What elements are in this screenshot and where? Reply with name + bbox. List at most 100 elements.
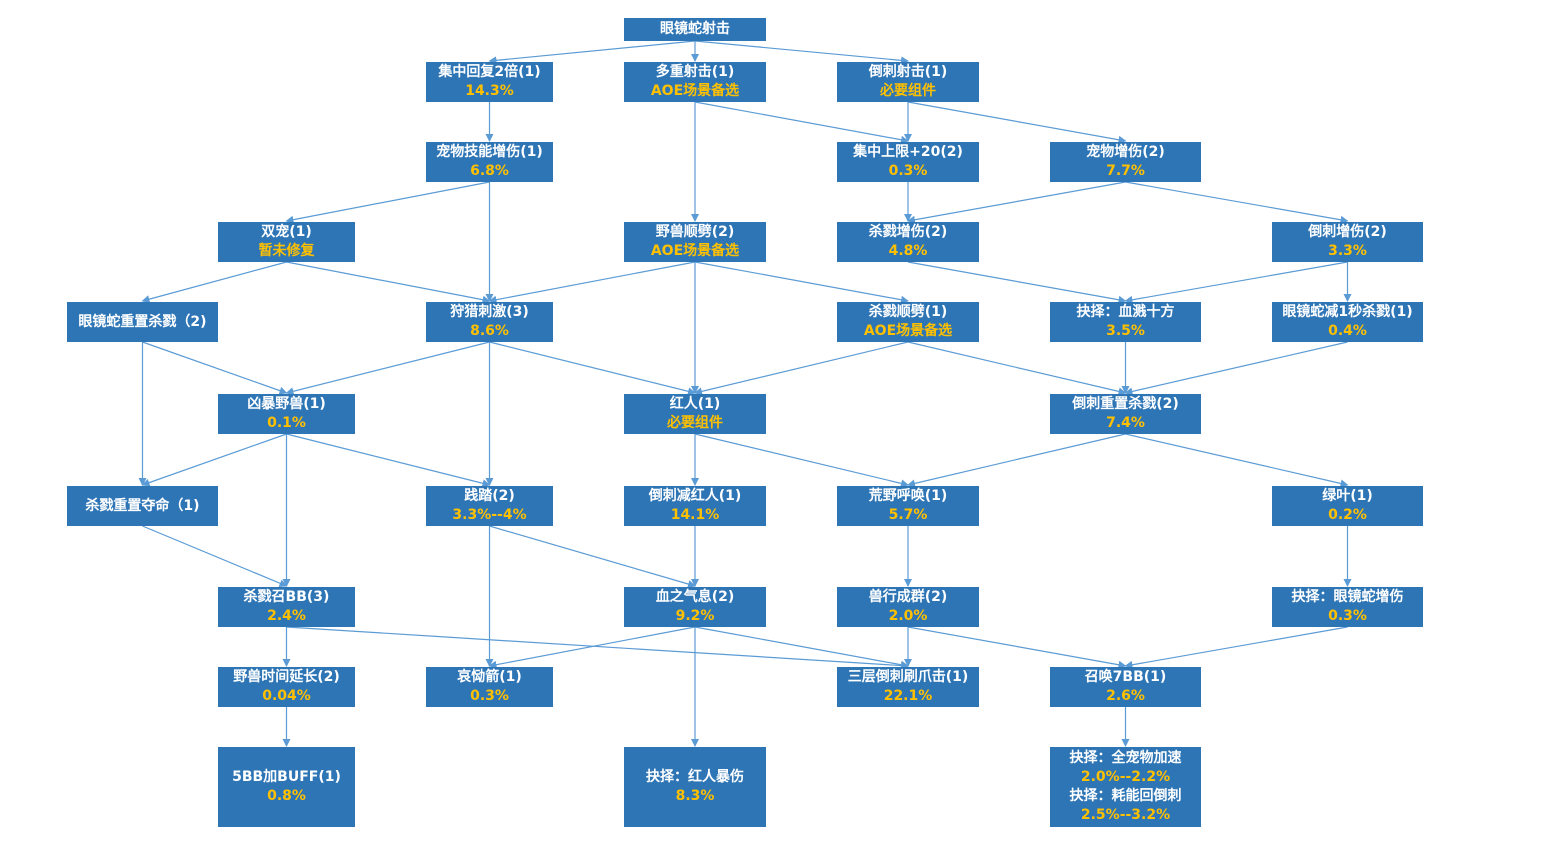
node-name: 三层倒刺刷爪击(1) (847, 669, 969, 685)
node-value: 22.1% (883, 688, 933, 704)
node-barbed-reduce-wrath: 倒刺减红人(1) 14.1% (624, 486, 766, 526)
node-focus-cap: 集中上限+20(2) 0.3% (837, 142, 979, 182)
node-cobra-reset-kill: 眼镜蛇重置杀戮（2) (67, 302, 218, 342)
node-name: 集中上限+20(2) (853, 144, 963, 160)
connector-arrow (489, 525, 696, 588)
node-root: 眼镜蛇射击 (624, 18, 766, 41)
node-name: 凶暴野兽(1) (247, 396, 326, 412)
connector-arrow (488, 626, 696, 669)
node-value: 必要组件 (667, 415, 723, 431)
connector-arrow (1125, 181, 1349, 224)
node-beast-duration: 野兽时间延长(2) 0.04% (218, 667, 355, 707)
node-5bb-buff: 5BB加BUFF(1) 0.8% (218, 747, 355, 827)
node-beast-cleave: 野兽顺劈(2) AOE场景备选 (624, 222, 766, 262)
connector-arrow (694, 341, 909, 396)
connector-arrow (286, 433, 491, 488)
node-focus-regen: 集中回复2倍(1) 14.3% (426, 62, 553, 102)
node-name: 倒刺重置杀戮(2) (1072, 396, 1179, 412)
node-value-2: 2.5%--3.2% (1080, 807, 1171, 823)
node-value: 必要组件 (880, 83, 936, 99)
node-name: 抉择：红人暴伤 (646, 769, 744, 785)
node-name: 眼镜蛇射击 (660, 21, 730, 37)
node-value: 2.6% (1106, 688, 1145, 704)
node-pet-skill-damage: 宠物技能增伤(1) 6.8% (426, 142, 553, 182)
connector-arrow (907, 626, 1127, 669)
node-name: 抉择：眼镜蛇增伤 (1291, 589, 1404, 605)
node-value: 7.4% (1106, 415, 1145, 431)
node-value: 4.8% (888, 243, 928, 259)
node-name: 双宠(1) (261, 224, 312, 240)
node-barbed-damage: 倒刺增伤(2) 3.3% (1272, 222, 1423, 262)
connector-arrow (142, 341, 288, 395)
node-value: AOE场景备选 (650, 83, 740, 99)
node-thrill-of-hunt: 狩猎刺激(3) 8.6% (426, 302, 553, 342)
connector-arrow (142, 525, 288, 587)
connector-arrow (694, 101, 909, 144)
connector-arrow (488, 261, 696, 304)
node-value: 7.7% (1106, 163, 1145, 179)
node-value: 9.2% (675, 608, 715, 624)
node-value: 6.8% (470, 163, 509, 179)
connector-arrow (1124, 261, 1348, 304)
node-value: 0.8% (267, 788, 306, 804)
connector-arrow (907, 181, 1126, 224)
node-name: 倒刺减红人(1) (648, 488, 742, 504)
node-name: 践踏(2) (464, 488, 515, 504)
connector-arrow (488, 40, 696, 65)
node-name: 杀戮顺劈(1) (868, 304, 948, 320)
node-value: 8.3% (675, 788, 715, 804)
node-value: 3.5% (1106, 323, 1145, 339)
node-name: 狩猎刺激(3) (450, 304, 529, 320)
node-name: 野兽时间延长(2) (233, 669, 340, 685)
connector-arrow (907, 261, 1127, 304)
node-value: 8.6% (470, 323, 509, 339)
connector-arrow (1124, 341, 1348, 396)
node-scent-of-blood: 血之气息(2) 9.2% (624, 587, 766, 627)
node-name: 多重射击(1) (655, 64, 735, 80)
node-value: 5.7% (888, 507, 928, 523)
node-name: 杀戮召BB(3) (243, 589, 330, 605)
node-name: 倒刺增伤(2) (1308, 224, 1387, 240)
connector-arrow (694, 433, 909, 488)
node-name: 血之气息(2) (655, 589, 735, 605)
node-bestial-wrath: 红人(1) 必要组件 (624, 394, 766, 434)
node-name: 抉择：血溅十方 (1076, 304, 1175, 320)
node-value: 0.3% (888, 163, 928, 179)
node-value: 3.3% (1328, 243, 1367, 259)
node-name: 宠物技能增伤(1) (436, 144, 543, 160)
node-value: 2.4% (267, 608, 306, 624)
node-choice-pet-haste-barbed: 抉择：全宠物加速 2.0%--2.2% 抉择：耗能回倒刺 2.5%--3.2% (1050, 747, 1201, 827)
connector-arrow (907, 341, 1127, 396)
connector-arrow (907, 101, 1127, 144)
connector-arrow (489, 341, 696, 396)
connector-arrow (907, 433, 1126, 488)
node-value: 2.0% (888, 608, 928, 624)
node-name: 召唤7BB(1) (1084, 669, 1167, 685)
node-barbed-reset-kill: 倒刺重置杀戮(2) 7.4% (1050, 394, 1201, 434)
node-value: 0.2% (1328, 507, 1367, 523)
node-name: 兽行成群(2) (868, 589, 948, 605)
node-name: 红人(1) (669, 396, 721, 412)
node-pet-damage: 宠物增伤(2) 7.7% (1050, 142, 1201, 182)
node-name: 眼镜蛇减1秒杀戮(1) (1282, 304, 1413, 320)
connector-arrow (286, 261, 491, 304)
connector-arrow (141, 433, 287, 487)
node-value: 0.3% (470, 688, 509, 704)
node-savage-beast: 凶暴野兽(1) 0.1% (218, 394, 355, 434)
connector-arrow (285, 341, 490, 396)
node-cobra-reduce-kill-cd: 眼镜蛇减1秒杀戮(1) 0.4% (1272, 302, 1423, 342)
node-value: AOE场景备选 (863, 323, 953, 339)
node-name: 集中回复2倍(1) (438, 64, 541, 80)
node-barbed-shot: 倒刺射击(1) 必要组件 (837, 62, 979, 102)
node-stomp: 践踏(2) 3.3%--4% (426, 486, 553, 526)
connector-arrow (286, 626, 909, 670)
node-value-1: 2.0%--2.2% (1080, 769, 1171, 785)
node-name: 哀恸箭(1) (457, 669, 522, 685)
node-value: 14.1% (670, 507, 720, 523)
connector-arrow (694, 40, 909, 65)
node-value: 3.3%--4% (452, 507, 527, 523)
node-summon-7bb: 召唤7BB(1) 2.6% (1050, 667, 1201, 707)
node-name: 野兽顺劈(2) (655, 224, 735, 240)
node-value: 暂未修复 (258, 243, 315, 259)
node-kill-cleave: 杀戮顺劈(1) AOE场景备选 (837, 302, 979, 342)
